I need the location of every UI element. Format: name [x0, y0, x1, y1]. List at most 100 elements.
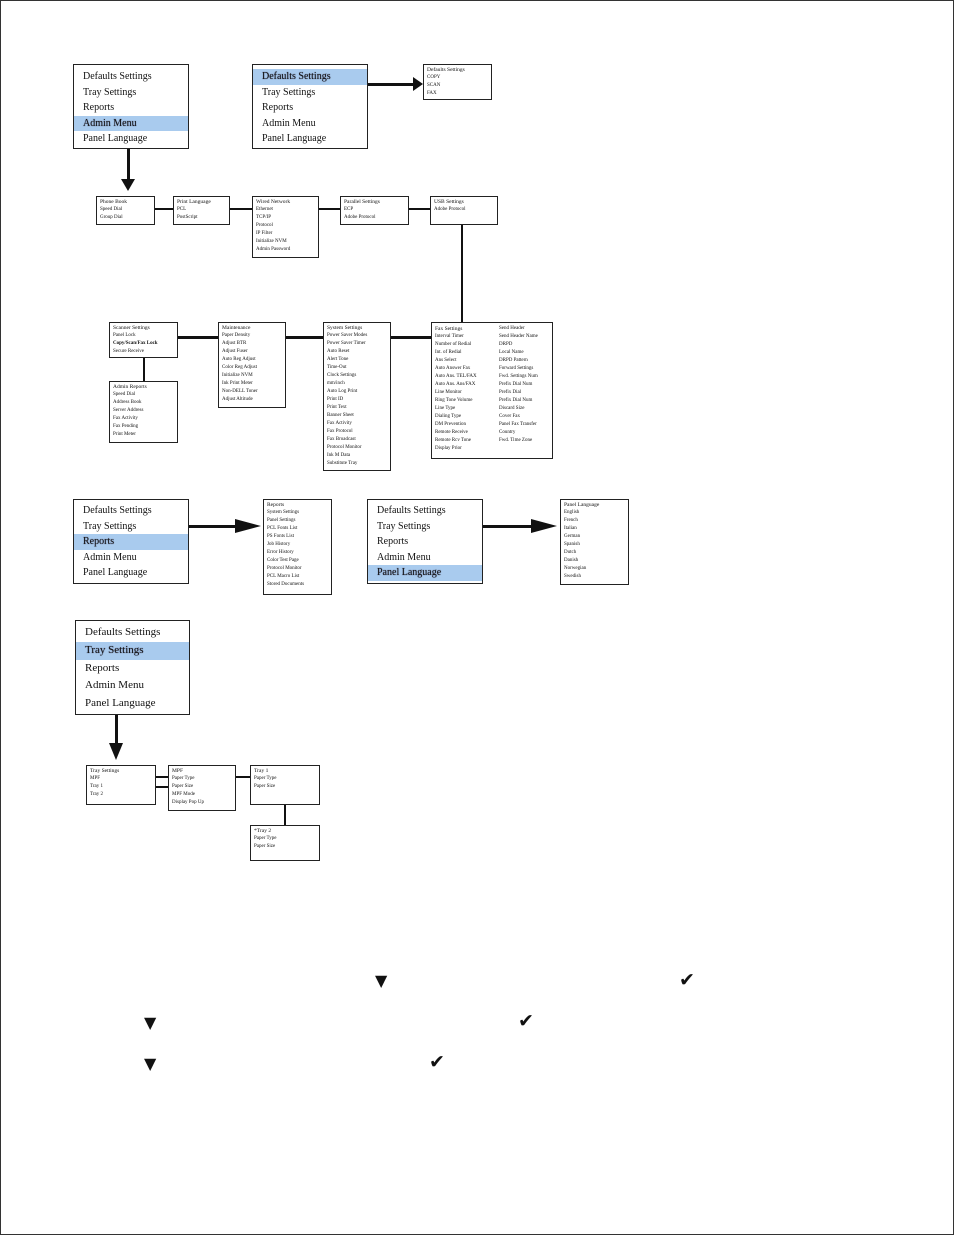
box-item: Print Meter	[113, 432, 136, 437]
admin-reports-box: Admin Reports Speed Dial Address Book Se…	[109, 381, 178, 443]
box-title: Fax Settings	[435, 326, 463, 332]
box-item: Fax Activity	[327, 421, 352, 426]
menu-item: Panel Language	[85, 697, 156, 710]
box-item: Send Header	[499, 326, 525, 331]
box-item: Paper Size	[254, 844, 276, 849]
box-item: Prefix Dial Num	[499, 382, 533, 387]
box-item: Banner Sheet	[327, 413, 354, 418]
menu-item: Panel Language	[83, 133, 148, 144]
down-arrow-icon: ▼	[144, 1013, 157, 1032]
box-item: Adjust BTR	[222, 341, 247, 346]
box-item: MPF	[90, 776, 101, 781]
box-item: Dialing Type	[435, 414, 462, 419]
menu-item-selected: Reports	[74, 534, 188, 550]
menu-item: Reports	[262, 102, 294, 113]
box-title: Wired Network	[256, 199, 291, 205]
box-item: Paper Size	[172, 784, 194, 789]
box-item: Local Name	[499, 350, 524, 355]
box-item: Line Type	[435, 406, 456, 411]
menu-item: Tray Settings	[377, 520, 431, 532]
reports-submenu: Reports System Settings Panel Settings P…	[263, 499, 332, 595]
tray2-box: *Tray 2 Paper Type Paper Size	[250, 825, 320, 861]
menu-item-selected: Panel Language	[368, 565, 482, 581]
box-item: Substitute Tray	[327, 461, 358, 466]
box-item: Display Pop Up	[172, 800, 204, 805]
submenu-item: Norwegian	[564, 566, 587, 571]
menu-item: Defaults Settings	[377, 505, 446, 516]
box-item: Clock Settings	[327, 373, 357, 378]
box-item: Adobe Protocol	[344, 215, 376, 220]
menu-item: Admin Menu	[262, 117, 316, 129]
mpf-box: MPF Paper Type Paper Size MPF Mode Displ…	[168, 765, 236, 811]
box-item: Copy/Scan/Fax Lock	[113, 341, 158, 346]
box-item: Speed Dial	[113, 392, 136, 397]
box-item: Auto Ans. TEL/FAX	[435, 374, 477, 379]
connector	[156, 786, 168, 788]
box-item: Protocol Monitor	[327, 445, 362, 450]
main-menu-tray: Defaults Settings Tray Settings Reports …	[75, 620, 190, 715]
box-title: Admin Reports	[113, 384, 147, 390]
box-item: Tray 1	[90, 784, 104, 789]
menu-item: Panel Language	[83, 567, 148, 578]
box-title: MPF	[172, 768, 184, 774]
box-item: Power Saver Modes	[327, 333, 368, 338]
box-item: Ink Print Meter	[222, 381, 253, 386]
box-item: Server Address	[113, 408, 144, 413]
defaults-submenu: Defaults Settings COPY SCAN FAX	[423, 64, 492, 100]
box-item: Group Dial	[100, 215, 123, 220]
box-item: MPF Mode	[172, 792, 195, 797]
submenu-item: German	[564, 534, 581, 539]
box-item: Fax Protocol	[327, 429, 353, 434]
box-item: Fwd. Settings Num	[499, 374, 538, 379]
box-item: Paper Type	[254, 836, 277, 841]
box-item: Paper Type	[172, 776, 195, 781]
submenu-item: SCAN	[427, 83, 441, 88]
box-item: Color Reg Adjust	[222, 365, 258, 370]
box-title: Parallel Settings	[344, 199, 380, 205]
box-item: Remote Receive	[435, 430, 468, 435]
box-item: Alert Tone	[327, 357, 349, 362]
box-item: Adjust Fuser	[222, 349, 248, 354]
box-item: Ink M Data	[327, 453, 351, 458]
usb-settings-box: USB Settings Adobe Protocol	[430, 196, 498, 225]
box-item: Interval Timer	[435, 334, 464, 339]
menu-item: Reports	[83, 102, 115, 113]
box-item: Display Prior	[435, 446, 462, 451]
submenu-title: Panel Language	[564, 502, 600, 508]
box-item: Initialize NVM	[256, 239, 287, 244]
submenu-item: Job History	[267, 542, 291, 547]
box-title: Scanner Settings	[113, 325, 150, 331]
box-item: PostScript	[177, 215, 198, 220]
connector	[127, 149, 130, 181]
box-item: Prefix Dial	[499, 390, 522, 395]
box-item: Auto Ans. Ans/FAX	[435, 382, 476, 387]
box-item: Paper Type	[254, 776, 277, 781]
connector	[177, 336, 432, 339]
submenu-title: Defaults Settings	[427, 67, 465, 73]
box-item: Adobe Protocol	[434, 207, 466, 212]
box-item: Ans Select	[435, 358, 457, 363]
box-item: Speed Dial	[100, 207, 123, 212]
phone-book-box: Phone Book Speed Dial Group Dial	[96, 196, 155, 225]
menu-item-selected: Defaults Settings	[253, 69, 367, 85]
submenu-item: PCL Fonts List	[267, 526, 298, 531]
menu-item: Defaults Settings	[83, 71, 152, 82]
submenu-item: Italian	[564, 526, 577, 531]
down-arrow-icon: ▼	[375, 971, 388, 990]
submenu-item: Protocol Monitor	[267, 566, 302, 571]
connector	[483, 525, 533, 528]
menu-item: Reports	[85, 661, 120, 674]
arrow-down-icon	[121, 179, 135, 191]
box-title: Phone Book	[100, 199, 128, 205]
submenu-item: Stored Documents	[267, 582, 305, 587]
box-item: Number of Redial	[435, 342, 472, 347]
box-item: Protocol	[256, 223, 273, 228]
box-item: Power Saver Timer	[327, 341, 366, 346]
menu-item: Panel Language	[262, 133, 327, 144]
box-item: Fax Broadcast	[327, 437, 356, 442]
checkmark-icon: ✔	[429, 1051, 445, 1073]
submenu-item: Panel Settings	[267, 518, 296, 523]
box-item: DRPD Pattern	[499, 358, 528, 363]
checkmark-icon: ✔	[679, 969, 695, 991]
